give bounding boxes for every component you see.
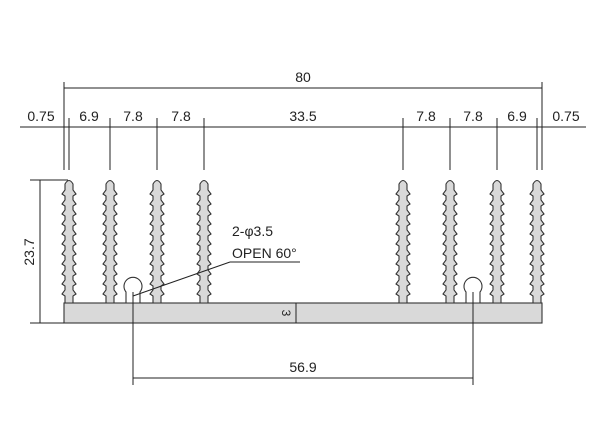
segment-dimensions: 0.75 6.9 7.8 7.8 33.5 7.8 7.8 6.9 0.75 [20,108,586,170]
segment-label: 6.9 [507,108,527,124]
heatsink-base [63,302,543,324]
segment-label: 33.5 [289,108,316,124]
heatsink-fin [61,179,77,304]
segment-label: 7.8 [171,108,191,124]
heatsink-fin [149,179,165,304]
heatsink-profile: 3 [61,179,545,324]
hole-note-line2: OPEN 60° [232,245,297,261]
segment-label: 7.8 [416,108,436,124]
hole-spacing-label: 56.9 [289,359,316,375]
overall-width-dimension: 80 [63,69,543,170]
heatsink-fin [196,179,212,304]
mounting-hole-left [123,276,143,304]
mounting-hole-right [463,276,483,304]
overall-width-label: 80 [295,69,311,85]
hole-note: 2-φ3.5 OPEN 60° [132,223,300,297]
heatsink-fins [61,179,545,304]
segment-label: 7.8 [463,108,483,124]
heatsink-fin [529,179,545,304]
height-dimension: 23.7 [21,179,68,324]
height-label: 23.7 [21,238,37,265]
segment-label: 7.8 [123,108,143,124]
heatsink-fin [442,179,458,304]
heatsink-fin [395,179,411,304]
hole-spacing-dimension: 56.9 [132,292,474,385]
hole-note-line1: 2-φ3.5 [232,223,273,239]
segment-label: 6.9 [79,108,99,124]
segment-label: 0.75 [27,108,54,124]
base-thickness-label: 3 [279,310,293,317]
heatsink-fin [489,179,505,304]
segment-label: 0.75 [552,108,579,124]
heatsink-fin [102,179,118,304]
